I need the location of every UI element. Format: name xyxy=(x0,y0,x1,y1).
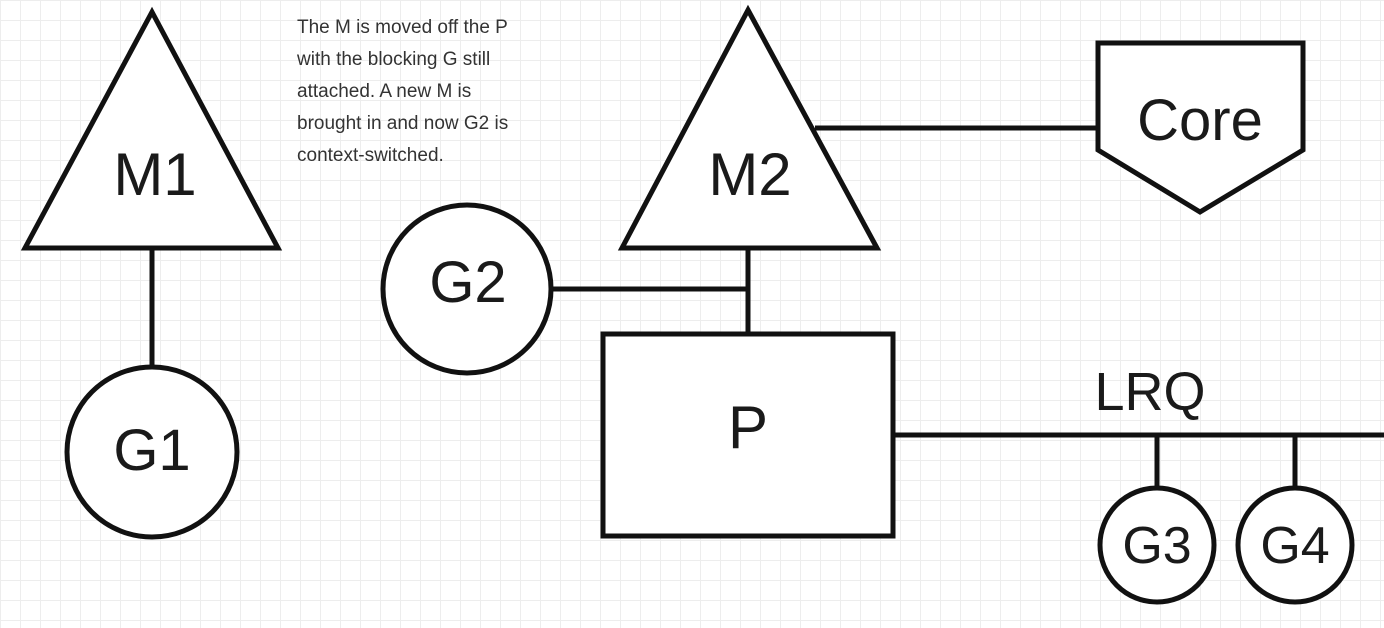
m1-triangle xyxy=(20,6,283,251)
g3-circle xyxy=(1097,485,1217,605)
g1-label: G1 xyxy=(113,418,190,483)
g2-circle xyxy=(380,202,554,376)
g1-circle xyxy=(64,364,240,540)
core-shape xyxy=(1095,40,1306,215)
annotation-line: brought in and now G2 is xyxy=(297,113,509,134)
annotation-line: The M is moved off the P xyxy=(297,17,508,38)
core-label: Core xyxy=(1137,88,1263,153)
g4-node: G4 xyxy=(1235,485,1355,605)
g3-label: G3 xyxy=(1122,517,1191,575)
p-label: P xyxy=(728,394,768,461)
g1-node: G1 xyxy=(64,364,240,540)
g3-node: G3 xyxy=(1097,485,1217,605)
lrq-label: LRQ xyxy=(1094,362,1205,422)
m2-node: M2 xyxy=(617,4,882,251)
m1-label: M1 xyxy=(113,141,196,208)
g4-circle xyxy=(1235,485,1355,605)
m2-label: M2 xyxy=(708,141,791,208)
p-node: P xyxy=(600,331,896,539)
m1-node: M1 xyxy=(20,6,283,251)
m2-triangle xyxy=(617,4,882,251)
g2-node: G2 xyxy=(380,202,554,376)
annotation-line: attached. A new M is xyxy=(297,81,472,102)
core-node: Core xyxy=(1095,40,1306,215)
g2-label: G2 xyxy=(429,250,506,315)
annotation-line: context-switched. xyxy=(297,145,444,166)
g4-label: G4 xyxy=(1260,517,1329,575)
annotation-line: with the blocking G still xyxy=(297,49,491,70)
annotation-note: The M is moved off the P with the blocki… xyxy=(297,12,607,172)
p-box xyxy=(600,331,896,539)
